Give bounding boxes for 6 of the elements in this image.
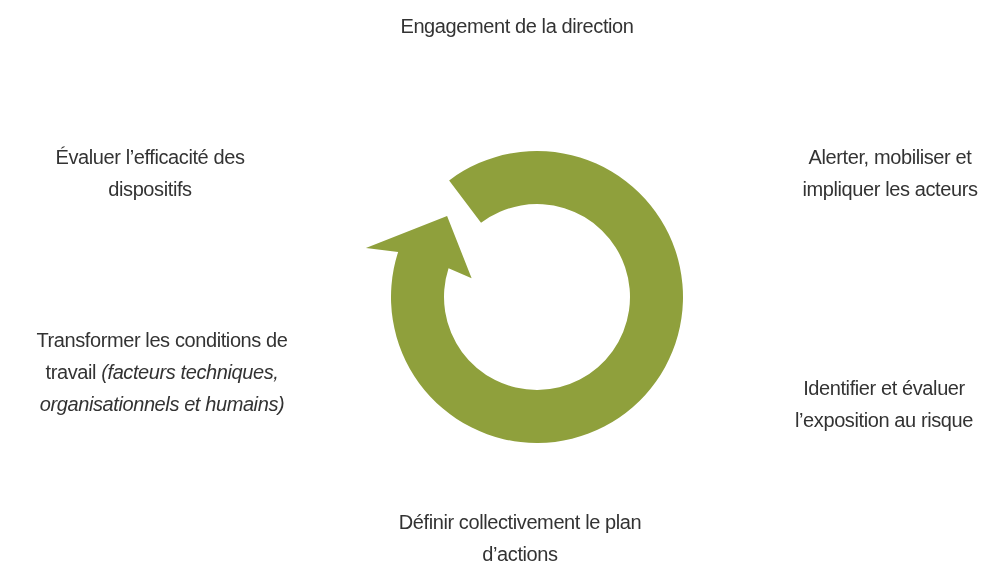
step-label: Transformer les conditions de travail (facteurs techniques, organisationnels et humains): [35, 328, 289, 417]
step-label: Évaluer l’efficacité des dispositifs: [54, 145, 246, 202]
step-label: Identifier et évaluer l’exposition au risque: [794, 376, 974, 433]
step-label: Engagement de la direction: [399, 14, 635, 39]
step-label: Alerter, mobiliser et impliquer les acteurs: [801, 145, 979, 202]
step-label: Définir collectivement le plan d’actions: [397, 510, 643, 567]
